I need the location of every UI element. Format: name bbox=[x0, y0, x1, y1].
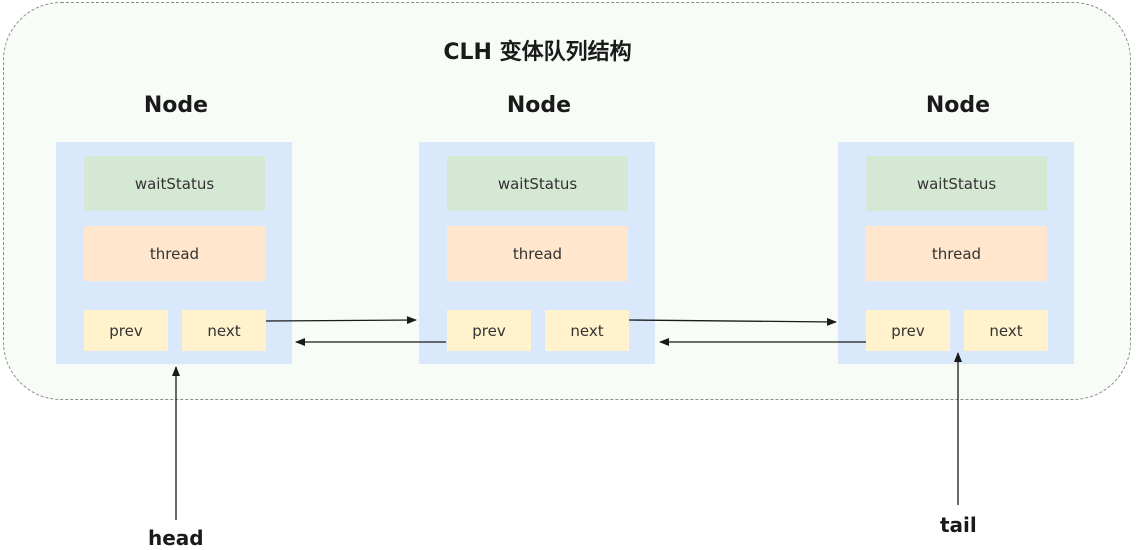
node-3: waitStatus thread prev next bbox=[838, 142, 1074, 364]
node-2: waitStatus thread prev next bbox=[419, 142, 655, 364]
node-2-prev: prev bbox=[447, 310, 531, 351]
tail-label: tail bbox=[940, 513, 977, 537]
node-3-prev: prev bbox=[866, 310, 950, 351]
node-2-thread: thread bbox=[447, 226, 628, 281]
node-3-next: next bbox=[964, 310, 1048, 351]
next-arrow-2-to-3 bbox=[628, 317, 837, 326]
node-1: waitStatus thread prev next bbox=[56, 142, 292, 364]
node-1-wait-status: waitStatus bbox=[84, 156, 265, 211]
node-2-next: next bbox=[545, 310, 629, 351]
node-3-thread: thread bbox=[866, 226, 1047, 281]
node-2-wait-status: waitStatus bbox=[447, 156, 628, 211]
node-1-next: next bbox=[182, 310, 266, 351]
head-label: head bbox=[148, 526, 204, 550]
node-2-title: Node bbox=[506, 93, 572, 118]
node-3-wait-status: waitStatus bbox=[866, 156, 1047, 211]
node-1-title: Node bbox=[143, 93, 209, 118]
node-3-title: Node bbox=[925, 93, 991, 118]
node-1-prev: prev bbox=[84, 310, 168, 351]
node-1-thread: thread bbox=[84, 226, 265, 281]
next-arrow-1-to-2 bbox=[265, 316, 417, 325]
diagram-title: CLH 变体队列结构 bbox=[443, 40, 632, 65]
